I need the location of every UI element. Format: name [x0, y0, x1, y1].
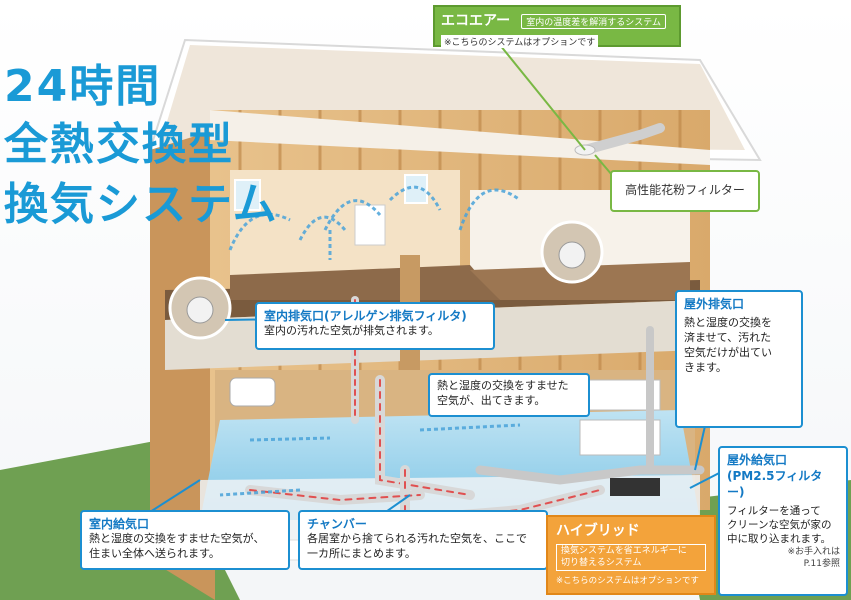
outdoor-intake-subtitle: (PM2.5フィルター): [727, 469, 823, 500]
indoor-exhaust-title: 室内排気口(アレルゲン排気フィルタ): [264, 309, 467, 323]
outdoor-exhaust-line-3: 空気だけが出てい: [684, 345, 772, 359]
title-line-2: 全熱交換型: [4, 119, 234, 170]
outdoor-intake-line-3: 中に取り込まれます。: [727, 532, 831, 545]
outdoor-intake-title: 屋外給気口: [727, 453, 788, 467]
indoor-intake-title: 室内給気口: [89, 517, 150, 531]
care-note-1: ※お手入れは: [787, 547, 840, 557]
eco-air-note: ※こちらのシステムはオプションです: [441, 35, 599, 48]
chamber-title: チャンバー: [307, 517, 367, 531]
hybrid-tag-1: 換気システムを省エネルギーに: [561, 546, 687, 556]
hybrid-tag-2: 切り替えるシステム: [561, 557, 642, 568]
hybrid-unit: [610, 478, 660, 496]
hybrid-name: ハイブリッド: [556, 523, 640, 539]
eco-air-box: エコエアー 室内の温度差を解消するシステム ※こちらのシステムはオプションです: [433, 5, 681, 48]
chamber-callout: チャンバー 各居室から捨てられる汚れた空気を、ここで 一カ所にまとめます。: [298, 510, 548, 570]
outdoor-exhaust-title: 屋外排気口: [684, 297, 745, 311]
pollen-filter-callout: 高性能花粉フィルター: [610, 170, 760, 212]
indoor-intake-desc-2: 住まい全体へ送られます。: [89, 547, 220, 561]
outdoor-exhaust-line-2: 済ませて、汚れた: [684, 331, 772, 345]
indoor-exhaust-desc: 室内の汚れた空気が排気されます。: [264, 324, 439, 338]
heat-exchange-desc-1: 熱と湿度の交換をすませた: [437, 379, 569, 392]
hybrid-note: ※こちらのシステムはオプションです: [556, 576, 699, 587]
upper-vent-zoom: [540, 220, 604, 284]
outdoor-intake-line-2: クリーンな空気が家の: [727, 518, 832, 531]
eco-air-name: エコエアー: [441, 13, 511, 29]
indoor-intake-callout: 室内給気口 熱と湿度の交換をすませた空気が、 住まい全体へ送られます。: [80, 510, 290, 570]
hybrid-tag: 換気システムを省エネルギーに 切り替えるシステム: [556, 544, 706, 572]
chamber-desc-1: 各居室から捨てられる汚れた空気を、ここで: [307, 532, 527, 546]
chamber-desc-2: 一カ所にまとめます。: [307, 547, 416, 561]
indoor-exhaust-zoom: [168, 276, 232, 340]
title-line-3: 換気システム: [4, 179, 279, 230]
outdoor-exhaust-line-4: きます。: [684, 360, 727, 374]
outdoor-intake-callout: 屋外給気口 (PM2.5フィルター) フィルターを通って クリーンな空気が家の …: [718, 446, 848, 596]
eco-air-tag: 室内の温度差を解消するシステム: [521, 14, 666, 29]
heat-exchange-desc-2: 空気が、出てきます。: [437, 393, 546, 407]
heat-exchange-callout: 熱と湿度の交換をすませた 空気が、出てきます。: [428, 373, 590, 417]
outdoor-intake-line-1: フィルターを通って: [727, 504, 821, 517]
hybrid-box: ハイブリッド 換気システムを省エネルギーに 切り替えるシステム ※こちらのシステ…: [546, 515, 716, 595]
title-line-1: 24時間: [4, 61, 162, 112]
outdoor-exhaust-line-1: 熱と湿度の交換を: [684, 316, 772, 330]
care-note-2: P.11参照: [803, 559, 840, 569]
pollen-filter-label: 高性能花粉フィルター: [625, 183, 745, 197]
indoor-intake-desc-1: 熱と湿度の交換をすませた空気が、: [89, 532, 265, 546]
outdoor-exhaust-callout: 屋外排気口 熱と湿度の交換を 済ませて、汚れた 空気だけが出てい きます。: [675, 290, 803, 428]
indoor-exhaust-callout: 室内排気口(アレルゲン排気フィルタ) 室内の汚れた空気が排気されます。: [255, 302, 495, 350]
